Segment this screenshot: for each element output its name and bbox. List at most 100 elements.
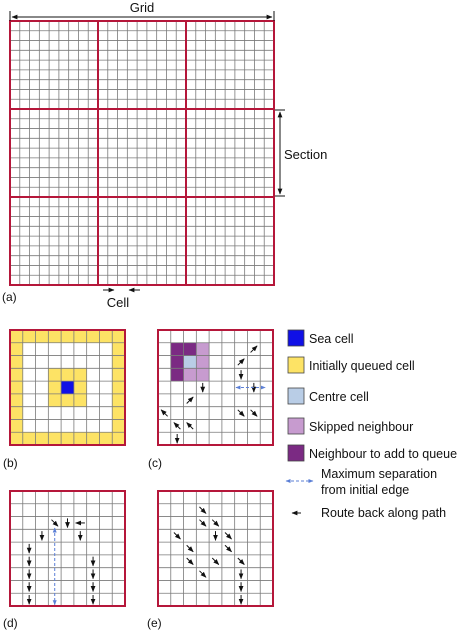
grid-border <box>9 329 126 446</box>
panel-b-tag: (b) <box>3 456 18 470</box>
grid-label: Grid <box>130 0 155 15</box>
legend-item-neighbour-to-add: Neighbour to add to queue <box>287 444 457 462</box>
skipped-neighbour-swatch <box>287 417 305 435</box>
grid-border <box>9 20 275 286</box>
panel-a: Grid Section Cell (a) <box>2 0 327 310</box>
queued-cell <box>112 342 125 356</box>
queued-cell <box>86 330 100 343</box>
queued-cell <box>22 432 36 445</box>
centre-cell-swatch <box>287 387 305 405</box>
queued-cell <box>112 355 125 369</box>
route-arrow <box>51 519 59 527</box>
section-label: Section <box>284 147 327 162</box>
legend: Sea cell Initially queued cell Centre ce… <box>285 329 457 520</box>
queued-cell <box>48 381 62 394</box>
queued-cell <box>10 432 23 445</box>
neighbour-to-add-cell <box>170 342 184 356</box>
grid-border <box>157 490 274 607</box>
queued-cell <box>48 432 62 445</box>
legend-item-route-back: Route back along path <box>291 506 446 520</box>
grid-border <box>157 329 274 446</box>
queued-cell <box>73 393 87 407</box>
neighbour-to-add-swatch <box>287 444 305 462</box>
route-arrow <box>211 557 220 565</box>
queued-cell <box>112 381 125 394</box>
route-arrow <box>186 396 194 404</box>
panel-e-tag: (e) <box>147 616 162 630</box>
queued-cell <box>10 330 23 343</box>
queued-cell <box>22 330 36 343</box>
queued-cell <box>86 432 100 445</box>
legend-item-sea-cell: Sea cell <box>287 329 353 347</box>
queued-cell <box>112 330 125 343</box>
queued-cell <box>73 432 87 445</box>
queued-cell <box>48 368 62 382</box>
queued-cell <box>112 419 125 433</box>
queued-cell <box>112 393 125 407</box>
legend-item-centre-cell: Centre cell <box>287 387 369 405</box>
queued-cell <box>99 432 113 445</box>
route-arrow <box>237 358 245 366</box>
route-arrow <box>173 532 181 540</box>
panel-d: (d) <box>3 490 126 630</box>
legend-item-queued-cell: Initially queued cell <box>287 356 415 374</box>
route-arrow <box>224 544 232 553</box>
skipped-neighbour-cell <box>183 368 197 382</box>
queued-cell <box>10 355 23 369</box>
queued-cell <box>112 432 125 445</box>
grid-border <box>9 490 126 607</box>
route-arrow <box>173 422 181 430</box>
panel-b: (b) <box>3 329 126 470</box>
queued-cell <box>112 368 125 382</box>
main-grid <box>9 20 275 286</box>
queued-cell <box>35 330 49 343</box>
legend-label: Sea cell <box>309 332 353 346</box>
queued-cell <box>35 432 49 445</box>
skipped-neighbour-cell <box>196 368 210 382</box>
neighbour-to-add-cell <box>183 342 197 356</box>
queued-cell <box>10 393 23 407</box>
route-arrow <box>199 506 207 514</box>
queued-cell <box>99 330 113 343</box>
route-arrow <box>237 409 245 417</box>
grid-e <box>157 490 274 607</box>
panel-d-tag: (d) <box>3 616 18 630</box>
legend-label: Initially queued cell <box>309 359 415 373</box>
skipped-neighbour-cell <box>196 355 210 369</box>
neighbour-to-add-cell <box>170 355 184 369</box>
legend-label: Centre cell <box>309 390 369 404</box>
queued-cell <box>61 330 74 343</box>
grid-b <box>9 329 126 446</box>
queued-cell <box>10 368 23 382</box>
queued-cell-swatch <box>287 356 305 374</box>
route-arrow <box>199 519 207 527</box>
queued-cell <box>48 330 62 343</box>
route-arrow <box>199 570 207 578</box>
panel-e: (e) <box>147 490 274 630</box>
queued-cell <box>10 419 23 433</box>
route-arrow <box>224 532 232 540</box>
legend-label: Route back along path <box>321 506 446 520</box>
grid-d <box>9 490 126 607</box>
queued-cell <box>61 432 74 445</box>
queued-cell <box>73 381 87 394</box>
route-arrow <box>250 409 258 417</box>
route-arrow <box>186 422 194 430</box>
queued-cell <box>48 393 62 407</box>
route-arrow <box>237 557 245 565</box>
cell-label: Cell <box>107 295 130 310</box>
neighbour-to-add-cell <box>170 368 184 382</box>
sea-cell-swatch <box>287 329 305 347</box>
skipped-neighbour-cell <box>196 342 210 356</box>
queued-cell <box>10 342 23 356</box>
queued-cell <box>10 381 23 394</box>
queued-cell <box>73 368 87 382</box>
route-arrow <box>250 345 258 353</box>
legend-item-skipped-neighbour: Skipped neighbour <box>287 417 413 435</box>
queued-cell <box>10 406 23 420</box>
legend-label: Skipped neighbour <box>309 420 413 434</box>
legend-label-line1: Maximum separation <box>321 467 437 481</box>
queued-cell <box>112 406 125 420</box>
queued-cell <box>61 368 74 382</box>
